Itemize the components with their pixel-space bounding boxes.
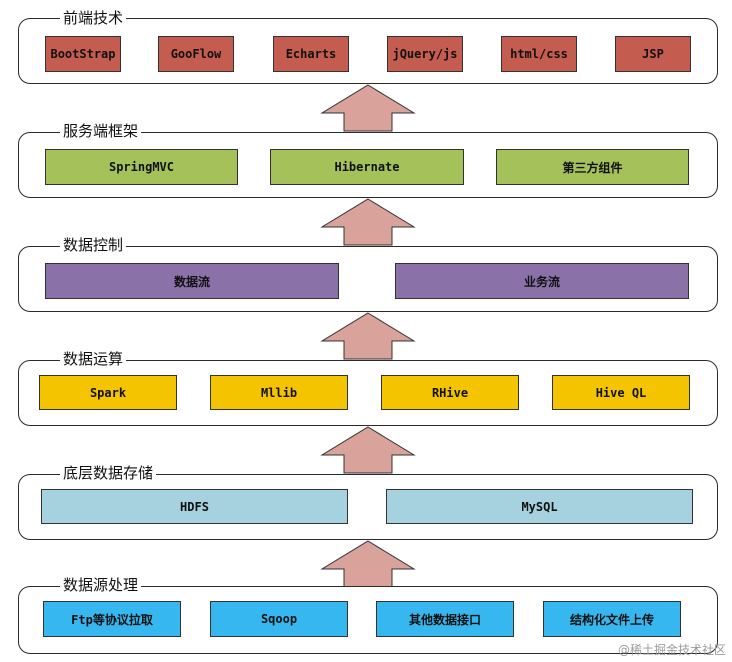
control-item-business-flow: 业务流 [395,263,689,299]
framework-item-hibernate: Hibernate [270,149,464,185]
watermark: @稀土掘金技术社区 [617,643,726,657]
storage-item-hdfs: HDFS [41,489,348,524]
frontend-layer-title: 前端技术 [60,9,127,27]
frontend-item-bootstrap: BootStrap [45,36,121,72]
frontend-layer [18,18,718,84]
source-item-ftp: Ftp等协议拉取 [43,601,181,637]
up-arrow-icon [320,198,416,246]
compute-item-hiveql: Hive QL [552,375,690,410]
frontend-item-jsp: JSP [615,36,691,72]
compute-item-spark: Spark [39,375,177,410]
source-item-sqoop: Sqoop [210,601,348,637]
framework-item-springmvc: SpringMVC [45,149,238,185]
frontend-item-echarts: Echarts [273,36,349,72]
compute-item-mllib: Mllib [210,375,348,410]
source-layer-title: 数据源处理 [60,576,142,594]
frontend-item-htmlcss: html/css [501,36,577,72]
source-item-other-interface: 其他数据接口 [376,601,514,637]
compute-layer-title: 数据运算 [60,350,127,368]
compute-item-rhive: RHive [381,375,519,410]
up-arrow-icon [320,426,416,474]
storage-layer-title: 底层数据存储 [60,464,157,482]
frontend-item-gooflow: GooFlow [158,36,234,72]
source-item-structured-upload: 结构化文件上传 [543,601,681,637]
control-item-data-flow: 数据流 [45,263,339,299]
frontend-item-jquery: jQuery/js [387,36,463,72]
up-arrow-icon [320,84,416,132]
storage-item-mysql: MySQL [386,489,693,524]
up-arrow-icon [320,540,416,588]
up-arrow-icon [320,312,416,360]
framework-item-third-party: 第三方组件 [496,149,689,185]
framework-layer-title: 服务端框架 [60,122,142,140]
control-layer-title: 数据控制 [60,236,127,254]
